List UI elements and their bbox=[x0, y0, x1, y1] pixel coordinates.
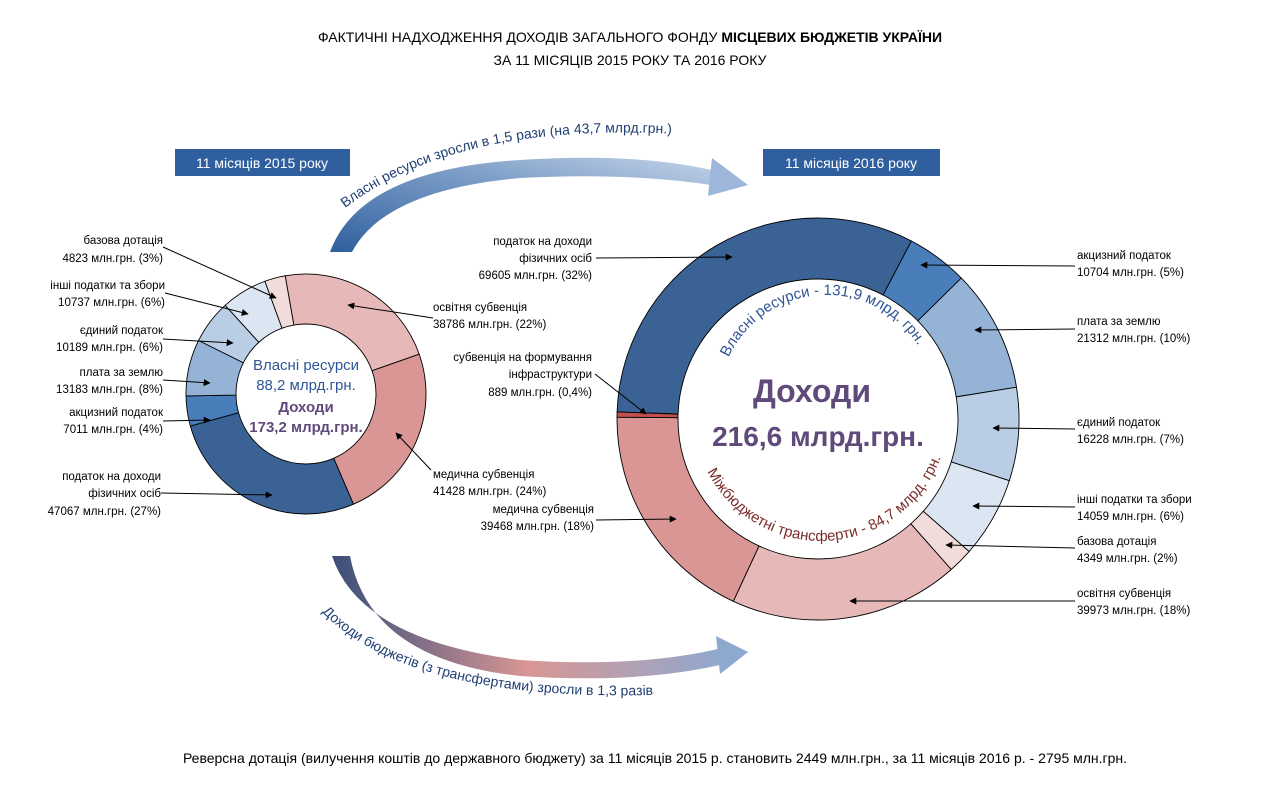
label-2016-inshi: інші податки та збори 14059 млн.грн. (6%… bbox=[972, 494, 1192, 523]
own-resources-2015-value: 88,2 млрд.грн. bbox=[256, 377, 356, 394]
svg-text:10704 млн.грн. (5%): 10704 млн.грн. (5%) bbox=[1077, 267, 1184, 279]
slice-infra bbox=[616, 411, 679, 419]
svg-text:21312 млн.грн. (10%): 21312 млн.грн. (10%) bbox=[1077, 333, 1191, 345]
svg-text:плата за землю: плата за землю bbox=[80, 367, 164, 379]
label-2015-pdfo: податок на доходи фізичних осіб 47067 мл… bbox=[48, 471, 273, 518]
svg-text:16228 млн.грн. (7%): 16228 млн.грн. (7%) bbox=[1077, 434, 1184, 446]
label-2015-medychna: медична субвенція 41428 млн.грн. (24%) bbox=[395, 432, 547, 498]
growth-arrow-revenue-text: Доходи бюджетів (з трансфертами) зросли … bbox=[320, 603, 653, 699]
svg-text:акцизний податок: акцизний податок bbox=[1077, 250, 1172, 262]
title-line1: ФАКТИЧНІ НАДХОДЖЕННЯ ДОХОДІВ ЗАГАЛЬНОГО … bbox=[318, 29, 942, 45]
donut-2016-center: Доходи 216,6 млрд.грн. Власні ресурси - … bbox=[704, 282, 945, 545]
svg-text:10737 млн.грн. (6%): 10737 млн.грн. (6%) bbox=[58, 297, 165, 309]
label-2016-bazova: базова дотація 4349 млн.грн. (2%) bbox=[945, 536, 1178, 565]
slice-pdfo bbox=[616, 217, 913, 415]
svg-text:єдиний податок: єдиний податок bbox=[80, 325, 164, 337]
label-2015-bazova: базова дотація 4823 млн.грн. (3%) bbox=[62, 235, 277, 299]
label-2015-plata: плата за землю 13183 млн.грн. (8%) bbox=[56, 367, 211, 396]
year-2015-label: 11 місяців 2015 року bbox=[196, 155, 328, 171]
label-2016-osvita: освітня субвенція 39973 млн.грн. (18%) bbox=[849, 588, 1191, 617]
label-2015-akcyz: акцизний податок 7011 млн.грн. (4%) bbox=[63, 407, 211, 436]
labels-2016: податок на доходи фізичних осіб 69605 мл… bbox=[453, 236, 1192, 617]
label-2016-infra: субвенція на формування інфраструктури 8… bbox=[453, 352, 647, 415]
label-2015-osvita: освітня субвенція 38786 млн.грн. (22%) bbox=[347, 302, 547, 331]
svg-text:фізичних осіб: фізичних осіб bbox=[519, 253, 592, 265]
svg-text:єдиний податок: єдиний податок bbox=[1077, 417, 1161, 429]
slice-pdfo bbox=[189, 412, 355, 515]
revenue-2016-label: Доходи bbox=[753, 373, 871, 409]
svg-text:13183 млн.грн. (8%): 13183 млн.грн. (8%) bbox=[56, 384, 163, 396]
revenue-2015-value: 173,2 млрд.грн. bbox=[249, 419, 362, 436]
svg-text:базова дотація: базова дотація bbox=[1077, 536, 1156, 548]
svg-text:податок на доходи: податок на доходи bbox=[62, 471, 161, 483]
svg-text:10189 млн.грн. (6%): 10189 млн.грн. (6%) bbox=[56, 342, 163, 354]
title-line2: ЗА 11 МІСЯЦІВ 2015 РОКУ ТА 2016 РОКУ bbox=[494, 52, 767, 68]
revenue-2016-value: 216,6 млрд.грн. bbox=[712, 421, 924, 452]
own-resources-2015-label: Власні ресурси bbox=[253, 357, 359, 374]
svg-text:4349 млн.грн. (2%): 4349 млн.грн. (2%) bbox=[1077, 553, 1178, 565]
svg-text:медична субвенція: медична субвенція bbox=[493, 504, 594, 516]
donut-2015 bbox=[185, 273, 427, 515]
svg-text:плата за землю: плата за землю bbox=[1077, 316, 1161, 328]
svg-text:фізичних осіб: фізичних осіб bbox=[88, 488, 161, 500]
svg-text:4823 млн.грн. (3%): 4823 млн.грн. (3%) bbox=[62, 253, 163, 265]
svg-text:інші податки та збори: інші податки та збори bbox=[1077, 494, 1192, 506]
slice-bazova bbox=[264, 275, 295, 329]
svg-text:69605 млн.грн. (32%): 69605 млн.грн. (32%) bbox=[479, 270, 593, 282]
labels-2015: базова дотація 4823 млн.грн. (3%) інші п… bbox=[48, 235, 547, 518]
svg-text:базова дотація: базова дотація bbox=[84, 235, 163, 247]
svg-text:39973 млн.грн. (18%): 39973 млн.грн. (18%) bbox=[1077, 605, 1191, 617]
svg-text:39468 млн.грн. (18%): 39468 млн.грн. (18%) bbox=[481, 521, 595, 533]
label-2016-yedynyi: єдиний податок 16228 млн.грн. (7%) bbox=[992, 417, 1184, 446]
year-box-2015: 11 місяців 2015 року bbox=[175, 149, 350, 176]
label-2016-medychna: медична субвенція 39468 млн.грн. (18%) bbox=[481, 504, 677, 533]
svg-text:889 млн.грн. (0,4%): 889 млн.грн. (0,4%) bbox=[488, 387, 592, 399]
label-2016-akcyz: акцизний податок 10704 млн.грн. (5%) bbox=[920, 250, 1184, 279]
donut-2016 bbox=[616, 217, 1020, 621]
svg-text:інші податки та збори: інші податки та збори bbox=[50, 280, 165, 292]
revenue-2015-label: Доходи bbox=[278, 399, 333, 416]
label-2016-pdfo: податок на доходи фізичних осіб 69605 мл… bbox=[479, 236, 733, 282]
svg-text:податок на доходи: податок на доходи bbox=[493, 236, 592, 248]
label-2015-yedynyi: єдиний податок 10189 млн.грн. (6%) bbox=[56, 325, 234, 354]
label-2016-plata: плата за землю 21312 млн.грн. (10%) bbox=[974, 316, 1191, 345]
growth-arrow-own-resources: Власні ресурси зросли в 1,5 рази (на 43,… bbox=[330, 119, 748, 252]
svg-text:7011 млн.грн. (4%): 7011 млн.грн. (4%) bbox=[63, 424, 163, 436]
svg-text:інфраструктури: інфраструктури bbox=[509, 369, 592, 381]
year-2016-label: 11 місяців 2016 року bbox=[785, 155, 917, 171]
year-box-2016: 11 місяців 2016 року bbox=[763, 149, 940, 176]
svg-text:акцизний податок: акцизний податок bbox=[69, 407, 164, 419]
svg-text:14059 млн.грн. (6%): 14059 млн.грн. (6%) bbox=[1077, 511, 1184, 523]
svg-text:47067 млн.грн. (27%): 47067 млн.грн. (27%) bbox=[48, 506, 162, 518]
svg-text:38786 млн.грн. (22%): 38786 млн.грн. (22%) bbox=[433, 319, 547, 331]
growth-arrow-revenue: Доходи бюджетів (з трансфертами) зросли … bbox=[320, 556, 748, 698]
svg-text:41428 млн.грн. (24%): 41428 млн.грн. (24%) bbox=[433, 486, 547, 498]
svg-text:медична субвенція: медична субвенція bbox=[433, 469, 534, 481]
donut-2015-center: Власні ресурси 88,2 млрд.грн. Доходи 173… bbox=[249, 357, 362, 436]
svg-text:освітня субвенція: освітня субвенція bbox=[1077, 588, 1171, 600]
svg-text:субвенція на формування: субвенція на формування bbox=[453, 352, 592, 364]
footer-note: Реверсна дотація (вилучення коштів до де… bbox=[183, 750, 1127, 766]
label-2015-inshi: інші податки та збори 10737 млн.грн. (6%… bbox=[50, 280, 249, 316]
svg-text:освітня субвенція: освітня субвенція bbox=[433, 302, 527, 314]
